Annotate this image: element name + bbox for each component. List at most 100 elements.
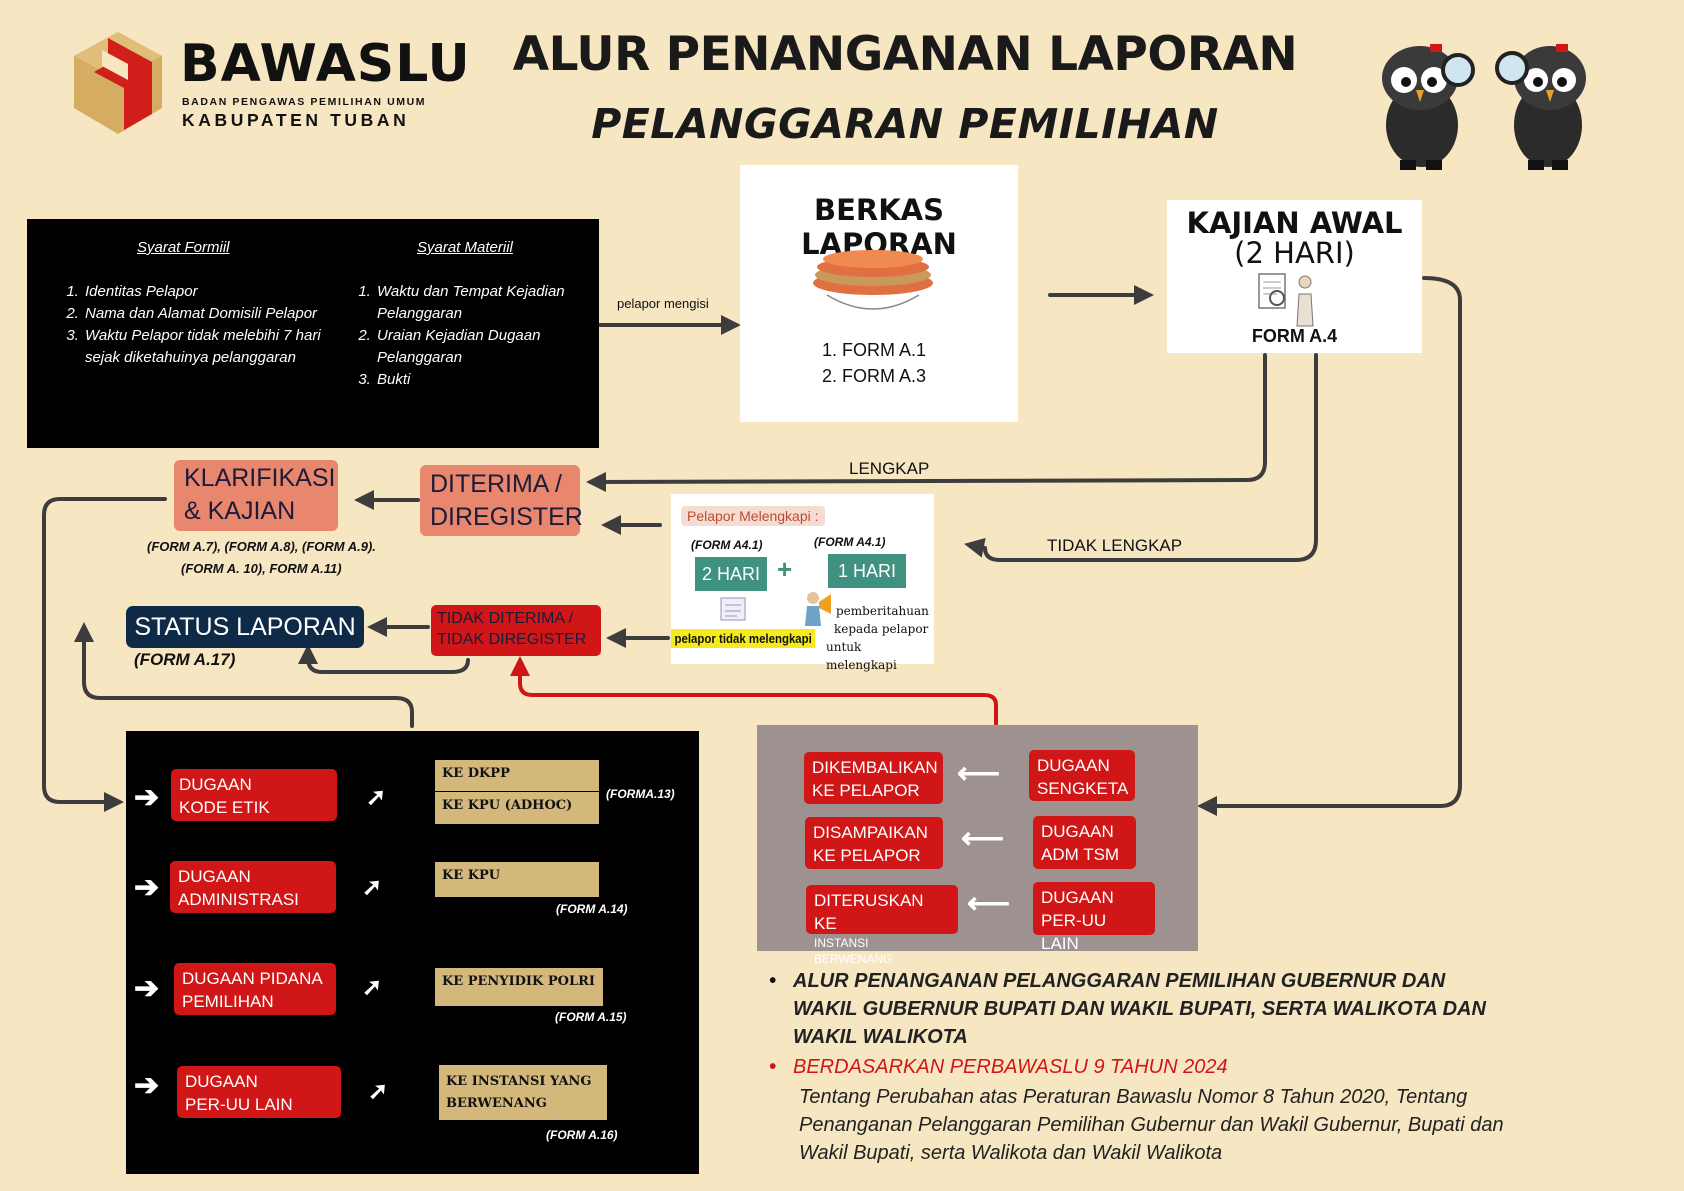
melengkapi-note-line2: kepada pelapor (834, 622, 929, 636)
edge-label-pelapor-mengisi: pelapor mengisi (617, 296, 709, 311)
berkas-laporan-box: BERKAS LAPORAN FORM A.1 FORM A.3 (740, 165, 1018, 422)
arrow-left-icon: ⟵ (957, 757, 1001, 790)
klarifikasi-box: KLARIFIKASI & KAJIAN (174, 460, 338, 531)
grey-right-line1: DUGAAN (1041, 888, 1114, 907)
note-detail: Tentang Perubahan atas Peraturan Bawaslu… (799, 1086, 1504, 1164)
bawaslu-emblem-icon (74, 32, 162, 134)
klarifikasi-forms-2: (FORM A. 10), FORM A.11) (181, 561, 342, 576)
arrow-right-icon: ➔ (134, 1069, 160, 1102)
dugaan-line2: KODE ETIK (179, 798, 270, 817)
melengkapi-form-right: (FORM A4.1) (814, 535, 886, 549)
arrow-right-icon: ➔ (134, 781, 160, 814)
arrow-tidakditerima-back-to-status (298, 644, 470, 674)
dugaan-form: (FORM A.16) (546, 1128, 618, 1142)
grey-left-line1: DISAMPAIKAN (813, 823, 928, 842)
kajian-title: KAJIAN AWAL (1186, 206, 1403, 240)
document-stack-icon (813, 250, 933, 310)
syarat-formil-list: Identitas Pelapor Nama dan Alamat Domisi… (67, 281, 343, 369)
target-box: KE INSTANSI YANG BERWENANG (439, 1065, 607, 1120)
arrow-tidak-lengkap (964, 353, 1318, 562)
dugaan-line2: PEMILIHAN (182, 992, 274, 1011)
dugaan-panel: ➔ DUGAAN KODE ETIK ➚ KE DKPP KE KPU (ADH… (126, 731, 699, 1174)
berkas-form-list: FORM A.1 FORM A.3 (818, 337, 926, 389)
pelapor-melengkapi-panel: Pelapor Melengkapi : (FORM A4.1) (FORM A… (671, 494, 934, 672)
syarat-materiil-list: Waktu dan Tempat Kejadian Pelanggaran Ur… (359, 281, 613, 391)
curved-arrow-icon: ➚ (366, 784, 387, 811)
dikembalikan-box: DIKEMBALIKAN KE PELAPOR (804, 752, 943, 804)
dugaan-sengketa-box: DUGAAN SENGKETA (1029, 750, 1135, 801)
list-item: Bukti (375, 369, 613, 391)
curved-arrow-icon: ➚ (368, 1078, 389, 1105)
grey-left-line1: DIKEMBALIKAN (812, 758, 938, 777)
kajian-form: FORM A.4 (1251, 326, 1338, 346)
klarifikasi-forms-1: (FORM A.7), (FORM A.8), (FORM A.9). (147, 539, 376, 554)
curved-arrow-icon: ➚ (362, 974, 383, 1001)
grey-right-line1: DUGAAN (1037, 756, 1110, 775)
status-form: (FORM A.17) (134, 650, 236, 669)
page-subtitle: PELANGGARAN PEMILIHAN (591, 100, 1219, 148)
dugaan-line1: DUGAAN (179, 775, 252, 794)
arrow-right-icon: ➔ (134, 972, 160, 1005)
diteruskan-box: DITERUSKAN KE INSTANSI BERWENANG (806, 885, 958, 966)
edge-label-lengkap: LENGKAP (849, 459, 930, 478)
melengkapi-heading: Pelapor Melengkapi : (681, 506, 825, 526)
list-item: Identitas Pelapor (83, 281, 343, 303)
note-bullet-2: BERDASARKAN PERBAWASLU 9 TAHUN 2024 (793, 1056, 1228, 1078)
grey-panel: DIKEMBALIKAN KE PELAPOR ⟵ DUGAAN SENGKET… (757, 725, 1198, 966)
page-title: ALUR PENANGANAN LAPORAN (512, 27, 1298, 82)
target-box: KE KPU (ADHOC) (435, 792, 599, 824)
logo-subtitle: BADAN PENGAWAS PEMILIHAN UMUM (182, 96, 427, 108)
kajian-duration: (2 HARI) (1234, 236, 1355, 270)
dugaan-pidana: DUGAAN PIDANA PEMILIHAN (174, 963, 336, 1015)
arrow-left-icon: ⟵ (967, 887, 1011, 920)
syarat-materiil-heading: Syarat Materiil (417, 239, 513, 256)
dugaan-form: (FORMA.13) (606, 787, 675, 801)
list-item: FORM A.1 (842, 337, 926, 363)
calendar-form-icon (720, 597, 746, 621)
dugaan-line2: PER-UU LAIN (185, 1095, 293, 1114)
arrow-grey-to-tidakditerima (510, 656, 998, 726)
klarifikasi-line1: KLARIFIKASI (184, 464, 336, 492)
arrow-blackpanel-to-status (74, 622, 414, 728)
list-item: Waktu dan Tempat Kejadian Pelanggaran (375, 281, 613, 325)
tidak-diterima-box: TIDAK DITERIMA / TIDAK DIREGISTER (431, 605, 601, 656)
arrow-klarifikasi-to-dugaan (42, 497, 167, 812)
grey-right-line2: SENGKETA (1037, 779, 1129, 798)
melengkapi-days-right: 1 HARI (828, 554, 906, 588)
bawaslu-logo: BAWASLU BADAN PENGAWAS PEMILIHAN UMUM KA… (68, 28, 471, 138)
melengkapi-note-line3: untuk melengkapi (826, 640, 897, 672)
dugaan-kode-etik: DUGAAN KODE ETIK (171, 769, 337, 821)
dugaan-adm-tsm-box: DUGAAN ADM TSM (1033, 816, 1136, 869)
dugaan-per-uu-lain-box: DUGAAN PER-UU LAIN (1033, 882, 1155, 953)
bullet-dot: • (769, 1056, 777, 1078)
arrow-left-icon: ⟵ (961, 822, 1005, 855)
grey-right-line1: DUGAAN (1041, 822, 1114, 841)
melengkapi-note: pemberitahuan kepada pelapor untuk melen… (826, 602, 934, 674)
logo-name: BAWASLU (180, 34, 471, 94)
syarat-formil-heading: Syarat Formiil (137, 239, 230, 256)
owl-mascot-icon (1495, 44, 1586, 170)
melengkapi-note-line1: pemberitahuan (836, 604, 929, 618)
grey-right-line2: ADM TSM (1041, 845, 1120, 864)
plus-icon: + (777, 554, 793, 584)
curved-arrow-icon: ➚ (362, 874, 383, 901)
list-item: Uraian Kejadian Dugaan Pelanggaran (375, 325, 613, 369)
target-box: KE PENYIDIK POLRI (435, 968, 603, 1006)
list-item: Nama dan Alamat Domisili Pelapor (83, 303, 343, 325)
dugaan-line1: DUGAAN PIDANA (182, 969, 323, 988)
research-document-icon (1258, 273, 1314, 327)
melengkapi-highlight: pelapor tidak melengkapi (671, 629, 816, 648)
grey-left-line2: INSTANSI BERWENANG (814, 936, 893, 966)
syarat-panel: Syarat Formiil Identitas Pelapor Nama da… (27, 219, 599, 448)
tidak-diterima-line2: TIDAK DIREGISTER (437, 631, 587, 648)
arrow-lengkap (586, 353, 1267, 492)
dugaan-line1: DUGAAN (185, 1072, 258, 1091)
grey-left-line1: DITERUSKAN KE (814, 891, 924, 933)
disampaikan-box: DISAMPAIKAN KE PELAPOR (805, 817, 943, 869)
note-bullet-1: ALUR PENANGANAN PELANGGARAN PEMILIHAN GU… (793, 970, 1486, 1048)
dugaan-line2: ADMINISTRASI (178, 890, 299, 909)
grey-right-line2: PER-UU LAIN (1041, 911, 1107, 953)
list-item: Waktu Pelapor tidak melebihi 7 hari seja… (83, 325, 343, 369)
klarifikasi-line2: & KAJIAN (184, 497, 296, 525)
